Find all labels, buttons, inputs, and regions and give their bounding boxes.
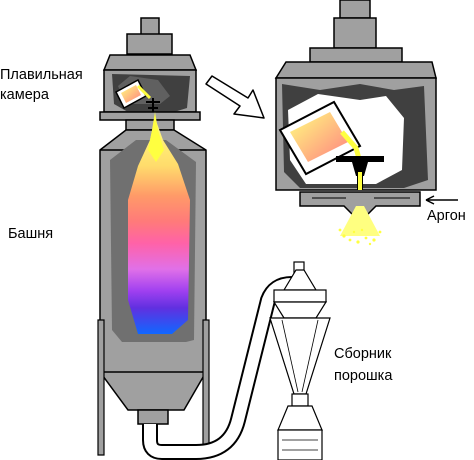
chamber-flange <box>99 111 201 121</box>
collector-label-2: порошка <box>334 368 393 384</box>
powder-collector <box>269 261 331 460</box>
transfer-pipe <box>142 276 296 460</box>
collector-label-1: Сборник <box>334 346 392 362</box>
spray-droplets <box>338 228 382 246</box>
mini-crucible <box>115 78 152 110</box>
chamber-lid <box>102 54 198 71</box>
powder-plume <box>128 118 190 334</box>
melting-chamber-label-2: камера <box>0 87 49 103</box>
tower <box>97 17 210 456</box>
melting-chamber-label-1: Плавильная <box>0 67 83 83</box>
cyclone-upper-cone <box>272 301 328 319</box>
zoom-arrow-icon <box>205 75 265 119</box>
tower-outlet <box>137 409 169 425</box>
cyclone-top <box>273 289 327 303</box>
detail-top-pipe <box>339 0 371 19</box>
detail-pipe-collar <box>333 17 377 49</box>
mini-nozzle <box>146 98 160 112</box>
tower-leg-right <box>202 319 210 456</box>
tower-label: Башня <box>8 226 54 242</box>
detail-lid <box>274 61 437 79</box>
cyclone-neck <box>291 393 309 407</box>
argon-label: Аргон <box>427 208 466 224</box>
cyclone-cone <box>269 317 331 395</box>
detail-lid-cap <box>309 47 403 63</box>
argon-arrow-icon <box>425 195 458 205</box>
spray-jet <box>148 112 164 162</box>
collector-hopper <box>277 405 323 431</box>
chamber-detail <box>274 0 437 246</box>
chamber-lid-cap <box>126 33 173 55</box>
tower-leg-left <box>97 319 105 456</box>
chamber-neck <box>125 119 175 131</box>
atomized-spray <box>340 206 380 236</box>
collector-base <box>277 429 323 460</box>
atomizer-nozzle <box>336 156 384 190</box>
